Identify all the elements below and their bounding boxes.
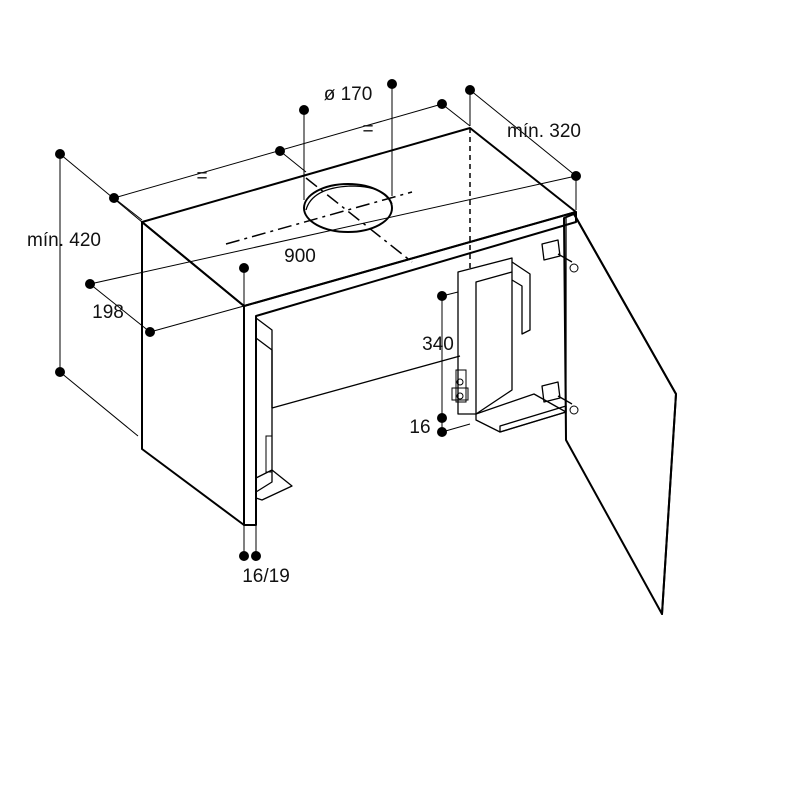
dim-equal-mid-ext xyxy=(279,150,307,173)
left-bracket-plate xyxy=(255,337,273,493)
dim-point xyxy=(55,367,65,377)
left-bracket-clip xyxy=(265,435,273,473)
exhaust-opening xyxy=(225,177,413,263)
dimension-lines xyxy=(55,79,581,561)
right-bracket-column xyxy=(457,257,513,415)
dimension-labels: ø 170 = = mín. 320 mín. 420 900 198 340 … xyxy=(27,84,581,587)
center-line-width xyxy=(225,191,413,245)
dim-point xyxy=(55,149,65,159)
center-line-depth xyxy=(305,177,413,263)
door-panel xyxy=(563,213,677,615)
left-bracket-foot xyxy=(255,469,293,501)
dim-height-bottom-ext xyxy=(59,371,139,437)
dim-offset-line xyxy=(149,305,245,333)
label-diameter: ø 170 xyxy=(324,84,373,105)
label-front-offset: 198 xyxy=(92,302,124,323)
cabinet-front-frame xyxy=(243,211,577,526)
duct-hole-inner xyxy=(305,185,393,211)
right-bracket-hook xyxy=(511,261,531,335)
label-min-height: mín. 420 xyxy=(27,230,101,251)
right-bracket-fold xyxy=(475,271,513,414)
dim-point xyxy=(145,327,155,337)
door-hinge-bottom xyxy=(541,381,579,415)
label-bracket-gap: 16 xyxy=(409,417,430,438)
dim-point xyxy=(437,99,447,109)
door-edge xyxy=(573,213,677,615)
dim-point xyxy=(437,291,447,301)
label-equal-right: = xyxy=(362,119,373,140)
label-panel-thickness: 16/19 xyxy=(242,566,290,587)
label-min-depth: mín. 320 xyxy=(507,121,581,142)
dim-equal-left-ext xyxy=(113,197,143,221)
inner-back-edge xyxy=(271,355,461,409)
label-bracket-height: 340 xyxy=(422,334,454,355)
dim-offset-ext xyxy=(89,283,151,333)
dim-depth-line xyxy=(469,89,577,177)
open-door xyxy=(541,213,677,615)
dim-point xyxy=(239,551,249,561)
cabinet-body xyxy=(141,127,577,526)
dim-equal-right-ext xyxy=(441,103,471,127)
right-bracket-screws xyxy=(451,369,469,403)
door-hinge-top xyxy=(541,239,579,273)
label-width: 900 xyxy=(284,246,316,267)
inner-left-edge xyxy=(255,317,273,408)
cabinet-left-side xyxy=(141,221,245,526)
cabinet-top-face xyxy=(141,127,577,307)
left-bracket xyxy=(255,337,293,501)
right-bracket xyxy=(451,257,567,433)
dim-point xyxy=(465,85,475,95)
dim-point xyxy=(251,551,261,561)
duct-hole-outer xyxy=(303,183,393,233)
dim-width-line xyxy=(89,175,577,285)
dim-height-top-ext xyxy=(59,153,143,223)
right-bracket-foot-edge xyxy=(499,405,567,433)
dim-point xyxy=(275,146,285,156)
dim-point xyxy=(239,263,249,273)
dim-point xyxy=(437,427,447,437)
dim-point xyxy=(387,79,397,89)
label-equal-left: = xyxy=(196,166,207,187)
dim-point xyxy=(299,105,309,115)
dim-point xyxy=(437,413,447,423)
